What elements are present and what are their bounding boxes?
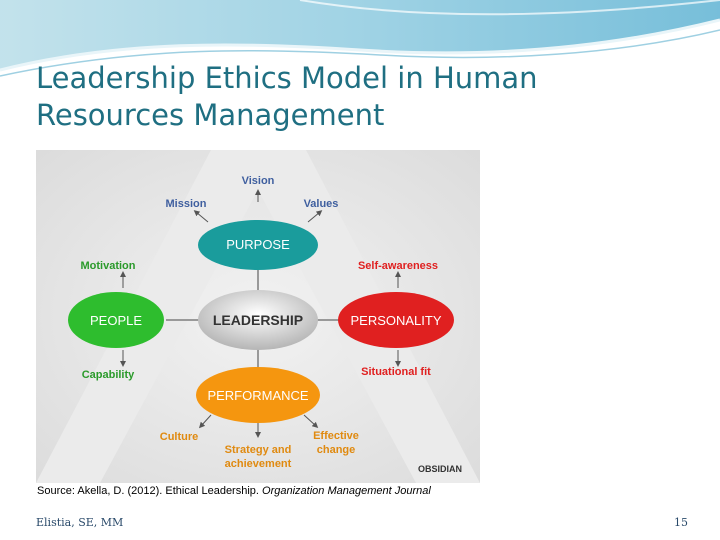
slide-title: Leadership Ethics Model in Human Resourc… [36, 61, 538, 132]
strategy-label-line2: achievement [225, 458, 292, 470]
footer-author: Elistia, SE, MM [36, 516, 124, 529]
capability-label: Capability [82, 369, 135, 381]
arrow-mission [193, 210, 209, 223]
strategy-label-line1: Strategy and [225, 444, 292, 456]
source-citation: Source: Akella, D. (2012). Ethical Leade… [37, 485, 431, 497]
purpose-oval [198, 220, 318, 270]
source-journal: Organization Management Journal [262, 485, 431, 497]
vision-label: Vision [242, 175, 275, 187]
arrow-effective-change [303, 414, 319, 429]
effective-change-label-line2: change [317, 444, 356, 456]
obsidian-brand-logo: OBSIDIAN [418, 464, 462, 474]
purpose-label: PURPOSE [226, 237, 290, 252]
personality-label: PERSONALITY [350, 313, 441, 328]
source-text: Source: Akella, D. (2012). Ethical Leade… [37, 485, 263, 497]
situational-fit-label: Situational fit [361, 366, 431, 378]
culture-label: Culture [160, 431, 199, 443]
mission-label: Mission [166, 198, 207, 210]
arrow-culture [198, 414, 212, 429]
header-wave-decoration [0, 0, 720, 77]
values-label: Values [304, 198, 339, 210]
performance-oval [196, 367, 320, 423]
page-number: 15 [674, 516, 688, 529]
people-oval [68, 292, 164, 348]
effective-change-label-line1: Effective [313, 430, 359, 442]
personality-oval [338, 292, 454, 348]
leadership-oval [198, 290, 318, 350]
leadership-label: LEADERSHIP [213, 312, 303, 328]
arrow-values [307, 210, 323, 223]
motivation-label: Motivation [81, 260, 136, 272]
leadership-ethics-diagram: PURPOSE PEOPLE LEADERSHIP PERSONALITY PE… [36, 150, 480, 483]
performance-label: PERFORMANCE [207, 388, 308, 403]
self-awareness-label: Self-awareness [358, 260, 438, 272]
people-label: PEOPLE [90, 313, 142, 328]
